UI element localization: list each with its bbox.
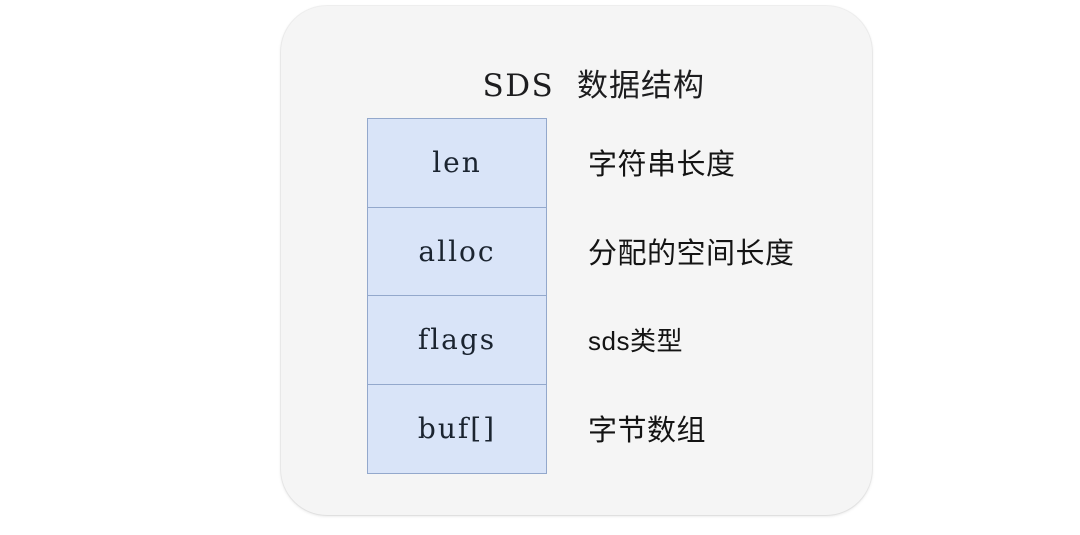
field-description-len: 字符串长度 — [588, 149, 736, 182]
table-row: flags — [368, 296, 546, 385]
title-spacer — [554, 68, 577, 104]
table-row: len — [368, 119, 546, 208]
field-description-list: 字符串长度 分配的空间长度 sds类型 字节数组 — [588, 118, 868, 472]
field-description-flags: sds类型 — [588, 325, 683, 356]
list-item: sds类型 — [588, 295, 868, 384]
sds-diagram-card: SDS 数据结构 len alloc flags buf[] 字符串长度 分配的… — [281, 6, 872, 515]
field-description-alloc: 分配的空间长度 — [588, 237, 795, 270]
field-name-flags: flags — [417, 323, 497, 357]
list-item: 分配的空间长度 — [588, 207, 868, 296]
title-cjk-label: 数据结构 — [577, 68, 705, 103]
table-row: alloc — [368, 207, 546, 296]
table-row: buf[] — [368, 384, 546, 473]
field-name-len: len — [432, 146, 482, 180]
field-name-buf: buf[] — [417, 412, 497, 446]
sds-struct-table: len alloc flags buf[] — [367, 118, 547, 474]
list-item: 字符串长度 — [588, 118, 868, 207]
field-description-buf: 字节数组 — [588, 414, 707, 447]
title-code-label: SDS — [482, 68, 555, 104]
page-title: SDS 数据结构 — [281, 26, 872, 146]
list-item: 字节数组 — [588, 384, 868, 473]
field-name-alloc: alloc — [418, 234, 496, 268]
